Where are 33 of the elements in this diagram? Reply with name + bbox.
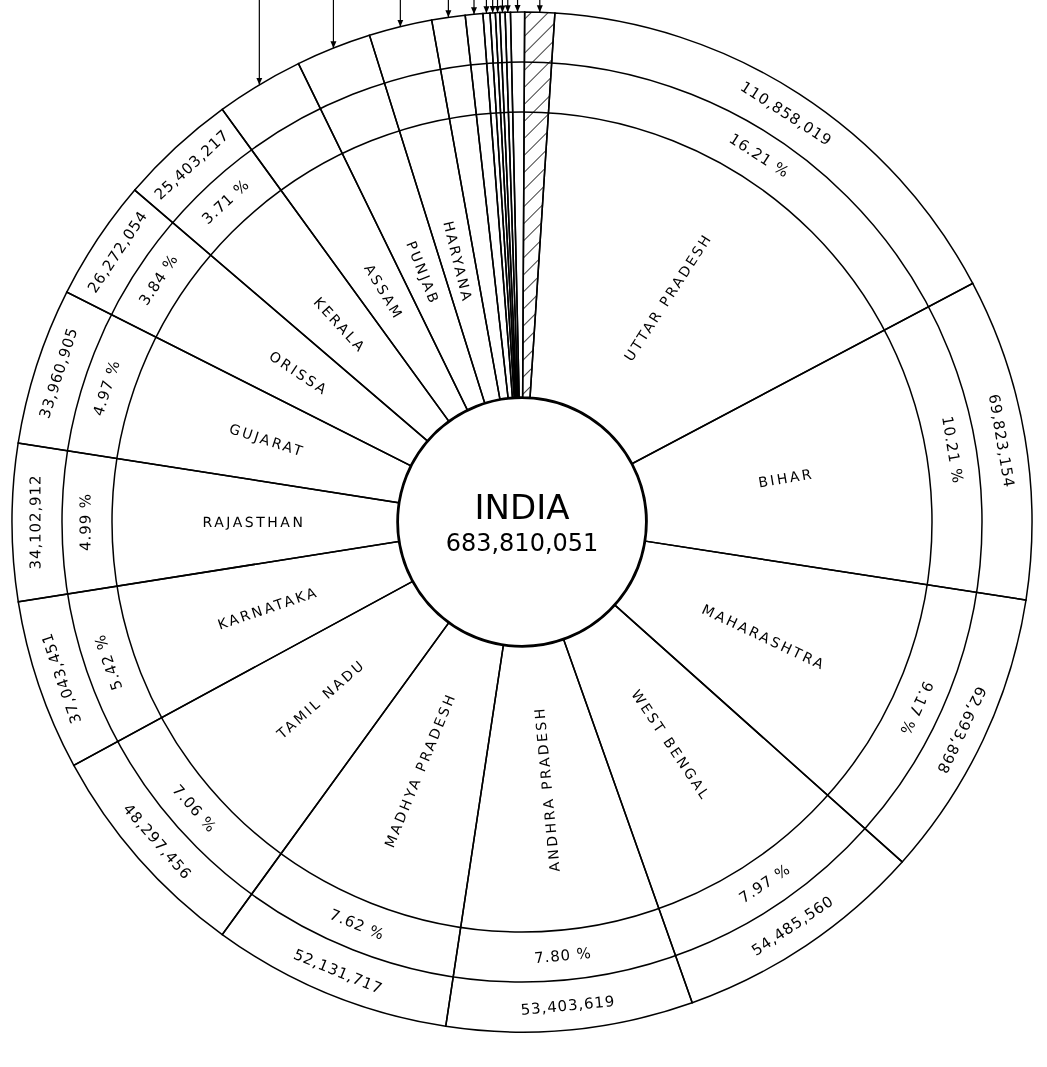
state-name: RAJASTHAN — [202, 515, 306, 530]
pie-slice — [521, 11, 556, 398]
percentage-label: 10.21 % — [938, 414, 965, 485]
pie-slice — [499, 11, 519, 398]
pie-slice — [494, 11, 518, 398]
arrow — [536, 0, 543, 13]
arrow — [499, 0, 506, 13]
pie-slice — [482, 12, 515, 399]
arrow — [504, 0, 511, 13]
state-name: ANDHRA PRADESH — [532, 705, 563, 873]
arrow — [330, 0, 337, 49]
total-population: 683,810,051 — [445, 528, 599, 559]
arrow — [445, 0, 452, 18]
arrow — [397, 0, 404, 28]
arrow — [489, 0, 496, 14]
pie-slice — [489, 11, 517, 398]
percentage-label: 7.80 % — [533, 945, 593, 967]
percentage-label: 4.97 % — [91, 358, 123, 419]
percentage-label: 9.17 % — [897, 678, 936, 738]
country-name: INDIA — [474, 485, 570, 529]
arrow — [494, 0, 501, 14]
arrow — [483, 0, 490, 14]
percentage-label: 7.62 % — [326, 907, 387, 944]
percentage-label: 4.99 % — [78, 493, 94, 552]
arrow — [514, 0, 521, 13]
population-label: 34,102,912 — [28, 474, 44, 570]
arrow — [256, 0, 263, 86]
pie-slice — [504, 11, 520, 398]
population-label: 53,403,619 — [520, 993, 617, 1018]
percentage-label: 5.42 % — [92, 632, 126, 692]
pie-slice — [614, 540, 1027, 863]
state-name: BIHAR — [757, 465, 816, 490]
arrow — [471, 0, 477, 15]
